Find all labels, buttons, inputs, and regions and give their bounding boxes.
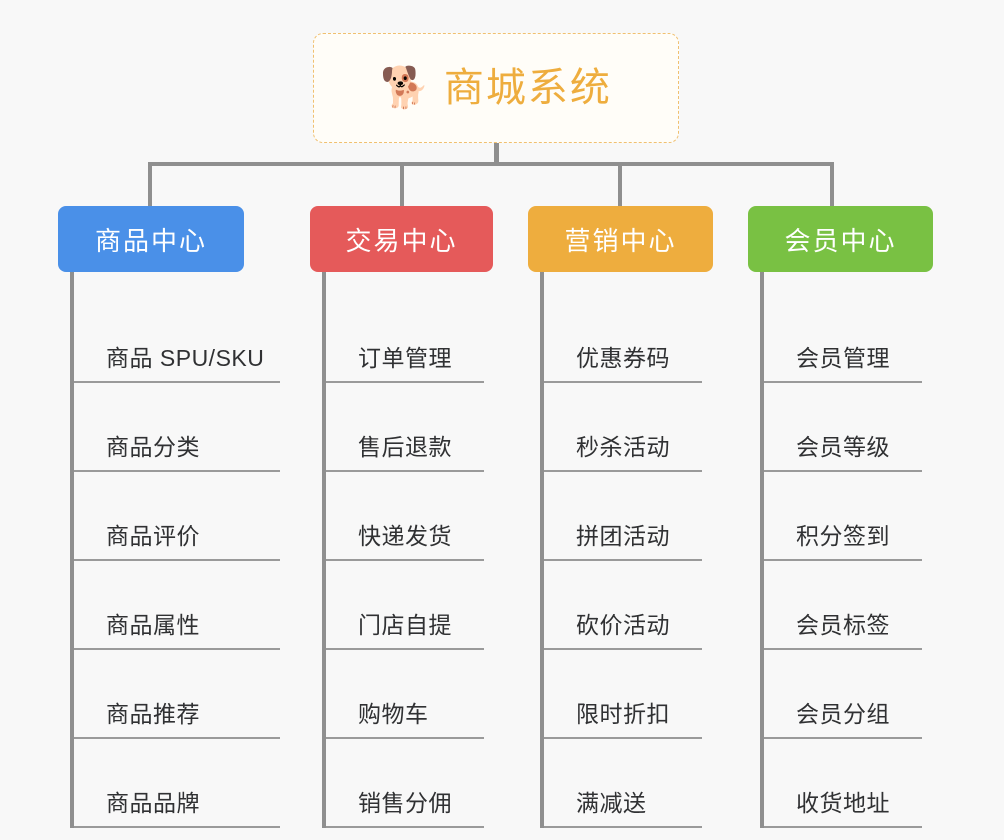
list-item[interactable]: 积分签到 [764,472,922,561]
category-label-member-center: 会员中心 [784,225,897,256]
list-item-label: 订单管理 [358,345,452,371]
list-item[interactable]: 门店自提 [326,561,484,650]
branch-product-center: 商品中心 [58,206,244,272]
list-item[interactable]: 会员标签 [764,561,922,650]
list-item-label: 拼团活动 [576,523,670,549]
list-item-label: 商品推荐 [106,701,200,727]
connector-product-center-stem [70,272,74,294]
connector-drop-2 [400,162,404,206]
list-item[interactable]: 会员等级 [764,383,922,472]
list-item-label: 商品属性 [106,612,200,638]
list-item[interactable]: 砍价活动 [544,561,702,650]
category-label-trade-center: 交易中心 [345,225,458,256]
list-item[interactable]: 快递发货 [326,472,484,561]
item-list-member-center: 会员管理 会员等级 积分签到 会员标签 会员分组 收货地址 [760,294,922,828]
connector-marketing-center-stem [540,272,544,294]
list-item-label: 商品分类 [106,434,200,460]
connector-drop-3 [618,162,622,206]
connector-root-stem [494,143,499,164]
connector-horizontal-bus [148,162,834,166]
category-label-product-center: 商品中心 [94,225,207,256]
list-item[interactable]: 优惠券码 [544,294,702,383]
list-item-label: 会员分组 [796,701,890,727]
list-item[interactable]: 购物车 [326,650,484,739]
item-list-product-center: 商品 SPU/SKU 商品分类 商品评价 商品属性 商品推荐 商品品牌 [70,294,280,828]
category-label-marketing-center: 营销中心 [564,225,677,256]
item-list-trade-center: 订单管理 售后退款 快递发货 门店自提 购物车 销售分佣 [322,294,484,828]
category-box-marketing-center[interactable]: 营销中心 [528,206,713,272]
list-item-label: 售后退款 [358,434,452,460]
list-item-label: 砍价活动 [576,612,670,638]
list-item[interactable]: 商品分类 [74,383,280,472]
list-item[interactable]: 订单管理 [326,294,484,383]
list-item[interactable]: 会员分组 [764,650,922,739]
root-title: 商城系统 [443,66,612,110]
list-item-label: 会员等级 [796,434,890,460]
list-item-label: 会员管理 [796,345,890,371]
list-item[interactable]: 拼团活动 [544,472,702,561]
list-item[interactable]: 收货地址 [764,739,922,828]
list-item[interactable]: 销售分佣 [326,739,484,828]
list-item-label: 秒杀活动 [576,434,670,460]
list-item[interactable]: 商品 SPU/SKU [74,294,280,383]
connector-trade-center-stem [322,272,326,294]
list-item-label: 商品评价 [106,523,200,549]
list-item-label: 购物车 [358,701,429,727]
category-box-trade-center[interactable]: 交易中心 [310,206,493,272]
branch-marketing-center: 营销中心 [528,206,713,272]
connector-member-center-stem [760,272,764,294]
connector-drop-1 [148,162,152,206]
shiba-dog-face-icon: 🐕 [380,66,430,110]
list-item[interactable]: 商品推荐 [74,650,280,739]
list-item-label: 会员标签 [796,612,890,638]
list-item-label: 商品品牌 [106,790,200,816]
list-item-label: 优惠券码 [576,345,670,371]
list-item[interactable]: 商品品牌 [74,739,280,828]
list-item-label: 收货地址 [796,790,890,816]
category-box-member-center[interactable]: 会员中心 [748,206,933,272]
list-item-label: 限时折扣 [576,701,670,727]
category-box-product-center[interactable]: 商品中心 [58,206,244,272]
list-item[interactable]: 满减送 [544,739,702,828]
list-item[interactable]: 秒杀活动 [544,383,702,472]
list-item-label: 门店自提 [358,612,452,638]
list-item-label: 商品 SPU/SKU [106,345,265,371]
list-item[interactable]: 限时折扣 [544,650,702,739]
list-item-label: 快递发货 [358,523,452,549]
list-item-label: 销售分佣 [358,790,452,816]
list-item-label: 积分签到 [796,523,890,549]
list-item[interactable]: 商品评价 [74,472,280,561]
item-list-marketing-center: 优惠券码 秒杀活动 拼团活动 砍价活动 限时折扣 满减送 [540,294,702,828]
list-item[interactable]: 商品属性 [74,561,280,650]
branch-member-center: 会员中心 [748,206,933,272]
list-item[interactable]: 会员管理 [764,294,922,383]
list-item[interactable]: 售后退款 [326,383,484,472]
branch-trade-center: 交易中心 [310,206,493,272]
list-item-label: 满减送 [576,790,647,816]
root-node[interactable]: 🐕 商城系统 [313,33,679,143]
connector-drop-4 [830,162,834,206]
